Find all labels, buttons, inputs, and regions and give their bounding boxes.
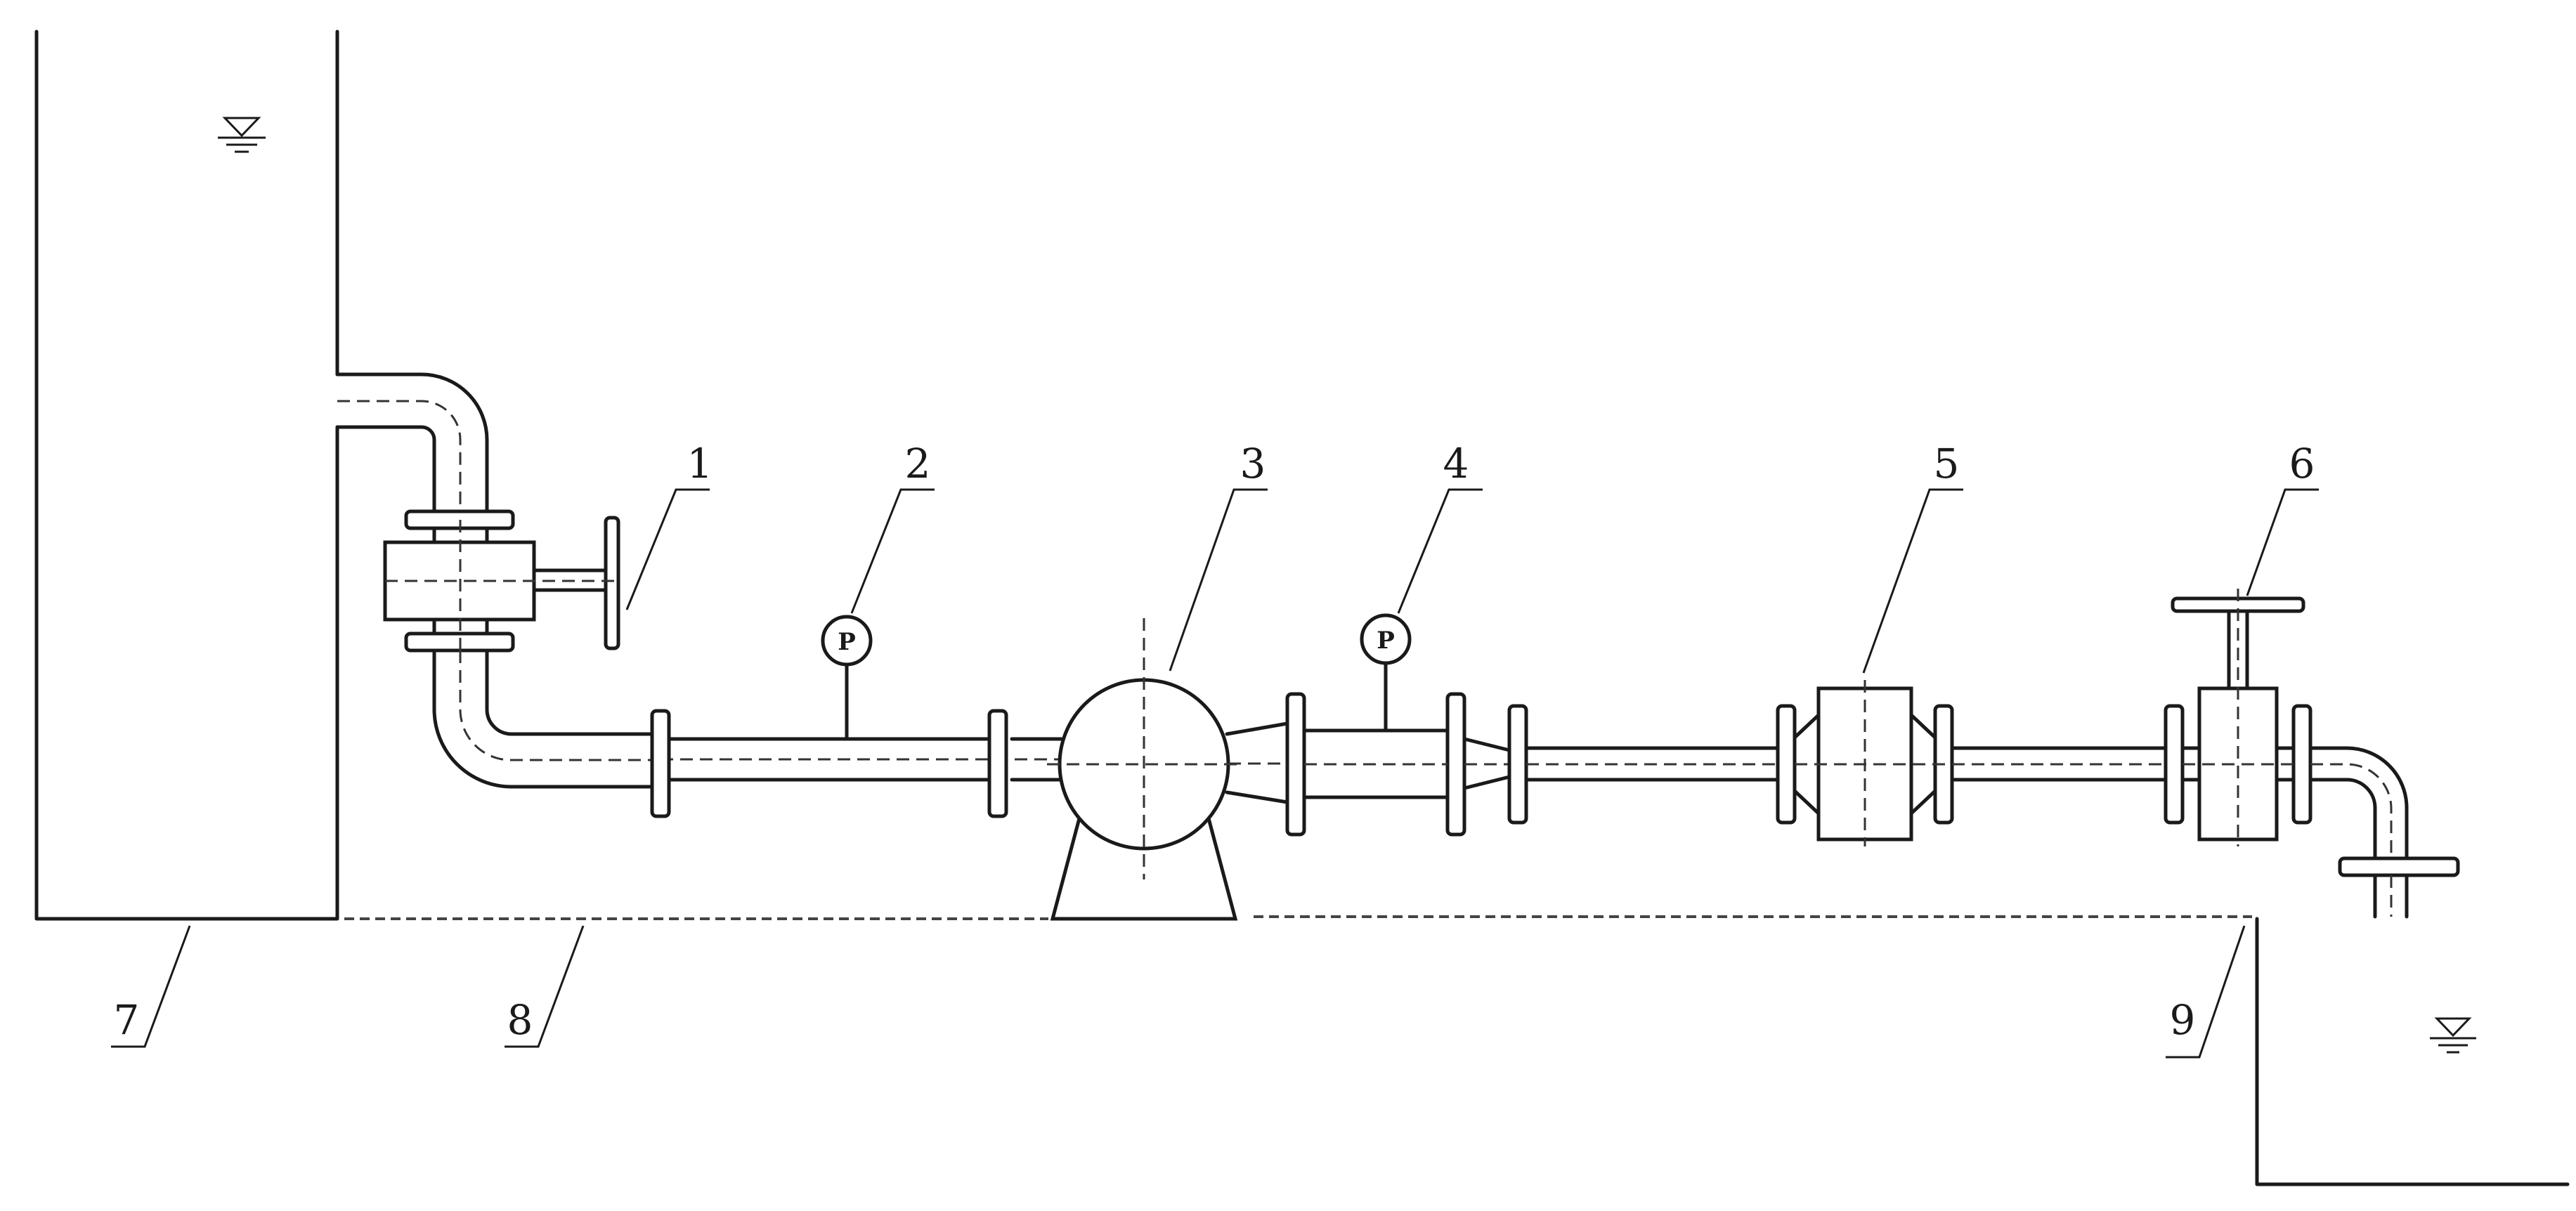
flow-meter — [1776, 680, 1954, 846]
discharge-spool — [1285, 692, 1511, 837]
suction-pressure-gauge: P — [821, 615, 873, 741]
callout-8-label: 8 — [507, 996, 533, 1044]
callout-6-label: 6 — [2289, 440, 2315, 487]
callout-4-label: 4 — [1443, 440, 1469, 487]
lower-tank — [2255, 917, 2570, 1186]
leader-lines — [111, 488, 2319, 1059]
discharge-gauge-label: P — [1377, 627, 1395, 655]
callout-5-label: 5 — [1934, 440, 1960, 487]
datum-line — [344, 915, 2252, 920]
upper-water-level-symbol — [218, 117, 266, 153]
callout-2-label: 2 — [905, 440, 931, 487]
suction-pipe — [650, 709, 1063, 818]
callout-1-label: 1 — [687, 440, 713, 487]
discharge-pressure-gauge: P — [1360, 613, 1412, 733]
outlet-bend — [2308, 746, 2460, 919]
callout-7-label: 7 — [114, 996, 140, 1044]
outlet-pipe — [1950, 746, 2168, 782]
callout-labels: 1 2 3 4 5 6 7 8 9 — [114, 440, 2315, 1044]
pump — [1047, 618, 1244, 921]
lower-water-level-symbol — [2430, 1017, 2476, 1054]
inlet-bend-upper — [335, 372, 489, 513]
suction-gauge-label: P — [838, 628, 856, 656]
inlet-bend-lower — [432, 648, 663, 789]
discharge-pipe — [1507, 704, 1780, 825]
pump-discharge-reducer — [1225, 721, 1289, 804]
callout-3-label: 3 — [1240, 440, 1266, 487]
outlet-valve — [2164, 589, 2312, 846]
callout-9-label: 9 — [2170, 996, 2196, 1044]
inlet-valve — [383, 509, 620, 653]
upper-tank — [34, 30, 339, 921]
